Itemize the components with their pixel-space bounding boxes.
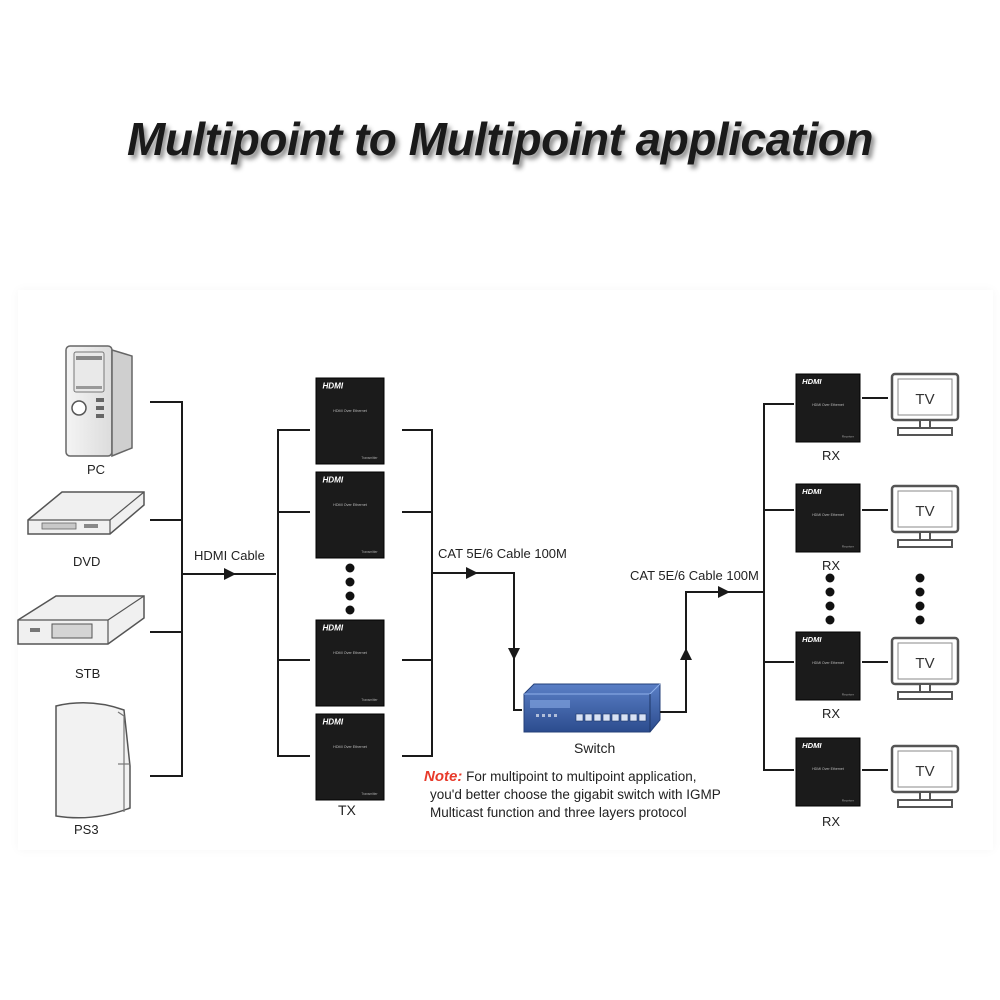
tv-icon: TV [890,372,960,436]
cat-cable-right-label: CAT 5E/6 Cable 100M [630,568,759,583]
note-line-2: you'd better choose the gigabit switch w… [430,787,721,802]
network-switch-icon [523,683,661,733]
tv-icon: TV [890,484,960,548]
pc-tower-icon [65,345,133,458]
transmitter-unit-2-brand: HDMI [322,476,343,485]
receiver-unit-3-brand: HDMI [802,635,822,644]
transmitter-unit-4-model: HDMI Over Ethernet [333,745,367,749]
receiver-unit-4-kind: Receiver [842,798,854,802]
note-line-1: For multipoint to multipoint application… [466,769,697,784]
receiver-unit-4-brand: HDMI [802,741,822,750]
source-label-ps3: PS3 [74,822,99,837]
source-label-stb: STB [75,666,101,681]
rx-label-3: RX [822,706,841,721]
tx-ellipsis [345,563,355,615]
cat-cable-left-label: CAT 5E/6 Cable 100M [438,546,567,561]
transmitter-unit-2-kind: Transmitter [361,550,378,554]
source-label-pc: PC [87,462,106,477]
switch-label: Switch [574,740,616,756]
set-top-box-icon [17,595,145,645]
page-title: Multipoint to Multipoint application [127,113,873,165]
source-label-dvd: DVD [73,554,101,569]
receiver-unit-2-model: HDMI Over Ethernet [812,513,844,517]
tx-input-bus [277,429,310,757]
tx-output-bus [402,429,522,757]
rx-label-4: RX [822,814,841,829]
note-key: Note: [424,768,463,785]
tx-label: TX [338,802,356,818]
receiver-unit-2-brand: HDMI [802,487,822,496]
game-console-icon [55,702,131,819]
transmitter-unit-2-model: HDMI Over Ethernet [333,503,367,507]
rx-label-2: RX [822,558,841,573]
rx-label-1: RX [822,448,841,463]
transmitter-unit-1-brand: HDMI [322,382,343,391]
tv-label: TV [915,503,934,520]
tv-icon: TV [890,744,960,808]
tv-label: TV [915,655,934,672]
receiver-unit-1-model: HDMI Over Ethernet [812,403,844,407]
transmitter-unit-1-model: HDMI Over Ethernet [333,409,367,413]
receiver-unit-4-model: HDMI Over Ethernet [812,767,844,771]
receiver-unit-1-kind: Receiver [842,434,854,438]
receiver-unit-3-kind: Receiver [842,692,854,696]
transmitter-unit-4-brand: HDMI [322,718,343,727]
receiver-unit-3-model: HDMI Over Ethernet [812,661,844,665]
tv-label: TV [915,391,934,408]
transmitter-unit-1-kind: Transmitter [361,456,378,460]
tv-icon: TV [890,636,960,700]
transmitter-unit-3-kind: Transmitter [361,698,378,702]
hdmi-cable-label: HDMI Cable [194,548,265,563]
cat-right-bus [660,403,794,771]
hdmi-source-bus [150,401,276,777]
receiver-unit-2-kind: Receiver [842,544,854,548]
transmitter-unit-4-kind: Transmitter [361,792,378,796]
note-line-3: Multicast function and three layers prot… [430,805,687,820]
rx-tv-links [862,397,888,771]
receiver-unit-1-brand: HDMI [802,377,822,386]
dvd-player-icon [27,491,145,535]
tv-label: TV [915,763,934,780]
transmitter-unit-3-model: HDMI Over Ethernet [333,651,367,655]
cat-left-arrows [466,567,520,660]
rx-ellipsis [825,573,835,625]
cat-right-arrows [680,586,730,660]
transmitter-unit-3-brand: HDMI [322,624,343,633]
tv-ellipsis [915,573,925,625]
hdmi-arrow [224,568,236,580]
note-block: Note: For multipoint to multipoint appli… [424,768,721,822]
